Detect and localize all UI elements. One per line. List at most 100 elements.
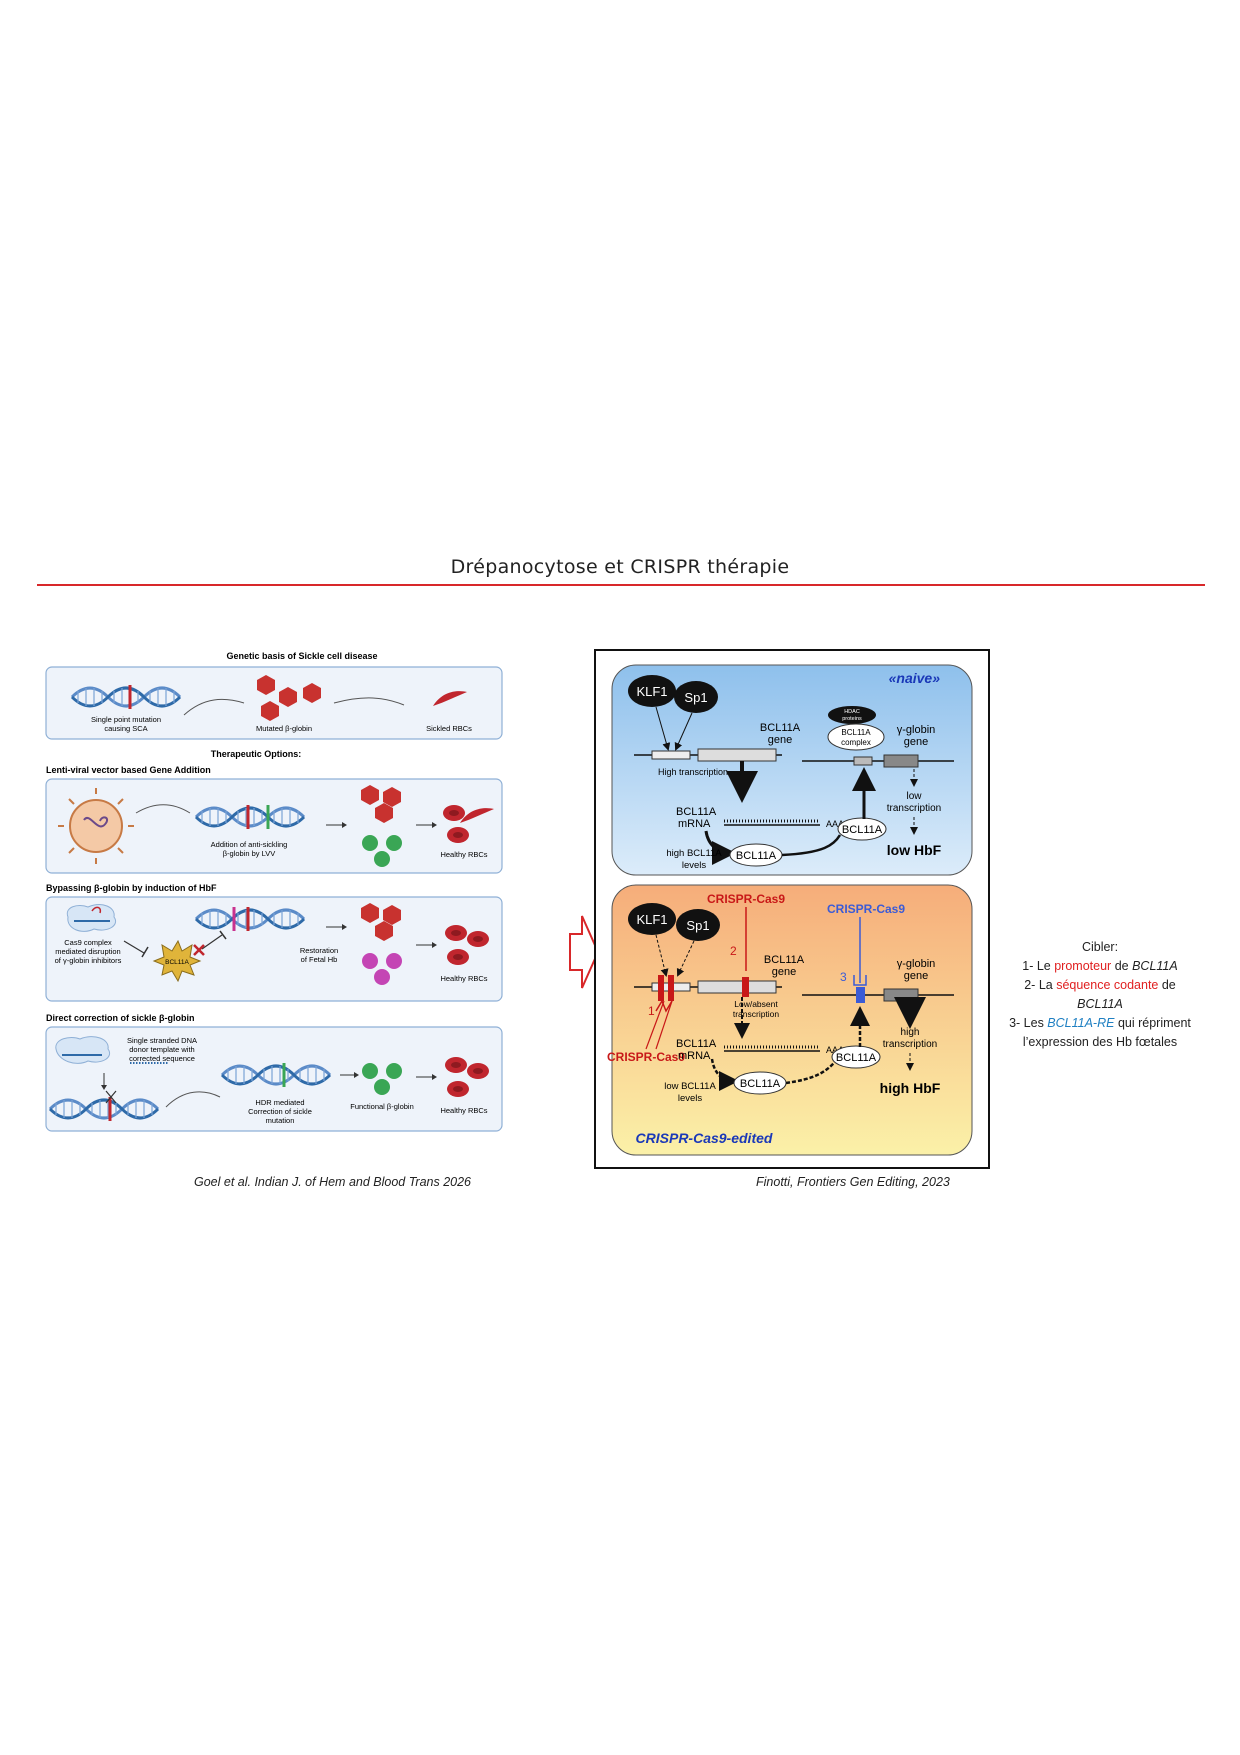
sp1-node-edited [676,909,720,941]
label-cas9-3: of γ-globin inhibitors [55,956,122,965]
complex-label-2: complex [841,738,871,747]
section-genetic-title: Genetic basis of Sickle cell disease [226,651,377,661]
cas9-complex-icon [66,904,116,932]
naive-repressor-label: BCL11A [842,824,883,836]
klf1-label-edited: KLF1 [636,912,667,927]
edited-result: high HbF [880,1080,941,1096]
naive-gamma-label-2: gene [904,736,928,748]
edited-bcl11a-protein-label: BCL11A [740,1078,781,1090]
naive-levels: high BCL11A [666,848,722,859]
klf1-label: KLF1 [636,684,667,699]
edited-levels: low BCL11A [664,1081,716,1092]
functional-globin-icon [362,1063,402,1095]
naive-high-transcription: High transcription [658,767,728,777]
sp1-label-edited: Sp1 [686,918,709,933]
donor-template-icon [55,1036,168,1064]
target-promoter-1 [658,975,664,1001]
label-functional: Functional β-globin [350,1102,414,1111]
naive-gene-label-2: gene [768,734,792,746]
naive-result: low HbF [887,842,942,858]
klf1-node-edited [628,903,676,935]
naive-mrna-label-2: mRNA [678,818,711,830]
sidebar-line-1: 1- Le promoteur de BCL11A [1022,959,1178,973]
label-mutation: Single point mutation [91,715,161,724]
naive-bcl11a-protein-label: BCL11A [736,850,777,862]
sidebar-line-2: 2- La séquence codante de [1024,978,1176,992]
edited-mrna-label: BCL11A [676,1038,717,1050]
label-healthy-1: Healthy RBCs [440,850,487,859]
edited-low-absent: Low/absent [734,999,778,1009]
targets-sidebar: Cibler: 1- Le promoteur de BCL11A 2- La … [1000,938,1200,1052]
page-title: Drépanocytose et CRISPR thérapie [450,556,790,578]
complex-label: BCL11A [841,728,871,737]
fetal-hb-icon [361,903,402,985]
caption-left-wrap: Goel et al. Indian J. of Hem and Blood T… [0,1175,600,1189]
caption-left: Goel et al. Indian J. of Hem and Blood T… [194,1175,472,1189]
sp1-node [674,681,718,713]
sp1-label: Sp1 [684,690,707,705]
panel-direct [45,1026,503,1132]
label-sickled: Sickled RBCs [426,724,472,733]
section-direct-title: Direct correction of sickle β-globin [46,1013,195,1023]
edited-low-absent-2: transcription [733,1009,780,1019]
edited-tag: CRISPR-Cas9-edited [636,1130,773,1146]
section-hbf-title: Bypassing β-globin by induction of HbF [46,883,217,893]
label-healthy-3: Healthy RBCs [440,1106,487,1115]
naive-mrna-label: BCL11A [676,806,717,818]
label-bcl11a-burst: BCL11A [165,959,189,966]
label-addition: Addition of anti-sickling [211,840,288,849]
edited-panel [611,884,973,1156]
naive-bcl11a-repressor [837,817,887,841]
edited-high: high [901,1027,920,1038]
edited-repressor-label: BCL11A [836,1052,877,1064]
hdac-node [828,706,876,724]
edited-levels-2: levels [678,1093,703,1104]
edited-bcl11a-repressor [831,1045,881,1069]
label-mutation-2: causing SCA [104,724,147,733]
label-addition-2: β-globin by LVV [223,849,276,858]
naive-transcription: transcription [887,803,941,814]
hdac-label: HDAC [844,709,860,715]
bcl11a-complex [827,723,885,751]
naive-gamma-label: γ-globin [897,724,936,736]
edited-gamma-label: γ-globin [897,958,936,970]
target-number-3: 3 [840,970,847,984]
edited-bcl11a-gene [697,980,777,994]
edited-gene-label: BCL11A [764,954,805,966]
label-restoration: Restoration [300,946,338,955]
naive-gamma-gene [883,754,919,768]
label-hdr-2: Correction of sickle [248,1107,312,1116]
cas9-label-top: CRISPR-Cas9 [707,892,785,906]
label-hdr: HDR mediated [255,1098,304,1107]
panel-genetic [45,666,503,740]
edited-mrna-label-2: mRNA [678,1050,711,1062]
label-ssdna: Single stranded DNA [127,1036,197,1045]
sidebar-line-3: 3- Les BCL11A-RE qui répriment [1009,1016,1191,1030]
label-mutated: Mutated β-globin [256,724,312,733]
sidebar-line-2b: BCL11A [1077,997,1123,1011]
target-number-2: 2 [730,944,737,958]
right-crispr-figure: «naive» KLF1 Sp1 BCL11A gene High transc… [594,649,990,1169]
edited-gene-label-2: gene [772,966,796,978]
caption-right: Finotti, Frontiers Gen Editing, 2023 [756,1175,950,1189]
naive-levels-2: levels [682,860,707,871]
left-therapy-figure: Genetic basis of Sickle cell disease Sin… [45,651,503,1132]
edited-gamma-label-2: gene [904,970,928,982]
naive-tag: «naive» [889,670,941,686]
target-enhancer [856,987,865,1003]
target-promoter-2 [668,975,674,1001]
cas9-label-bottom: CRISPR-Cas9 [607,1050,685,1064]
label-hdr-3: mutation [266,1116,295,1125]
therapeutic-title: Therapeutic Options: [211,749,302,759]
section-lvv-title: Lenti-viral vector based Gene Addition [46,765,211,775]
cas9-label-right: CRISPR-Cas9 [827,902,905,916]
scissors-icon [105,1090,117,1104]
block-x-icon [193,944,205,956]
label-cas9-2: mediated disruption [55,947,120,956]
sidebar-line-4: l’expression des Hb fœtales [1022,1035,1178,1049]
target-coding-sequence [742,977,749,997]
label-healthy-2: Healthy RBCs [440,974,487,983]
label-ssdna-2: donor template with [129,1045,194,1054]
edited-transcription: transcription [883,1039,937,1050]
naive-gene-label: BCL11A [760,722,801,734]
